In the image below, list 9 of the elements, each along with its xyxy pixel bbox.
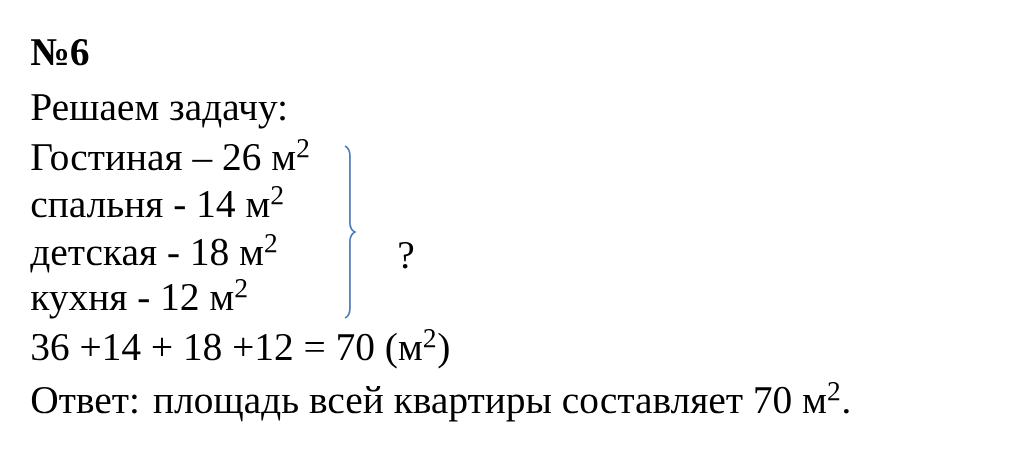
question-mark: ? — [399, 241, 414, 269]
room-area: детская - 18 м$^{2}$ — [30, 234, 277, 273]
task-heading: Решаем задачу: — [31, 94, 285, 129]
answer-text: Ответ: площадь всей квартиры составляет 70 м$^{2}$. — [31, 382, 849, 422]
room-area: спальня - 14 м$^{2}$ — [31, 186, 283, 218]
equation: 36 +14 + 18 +12 = 70 (м$^{2}$) — [32, 329, 449, 369]
room-area: кухня - 12 м$^{2}$ — [31, 279, 247, 319]
task-number: №6 — [31, 38, 89, 66]
room-area: Гостиная – 26 м$^{2}$ — [31, 139, 309, 171]
